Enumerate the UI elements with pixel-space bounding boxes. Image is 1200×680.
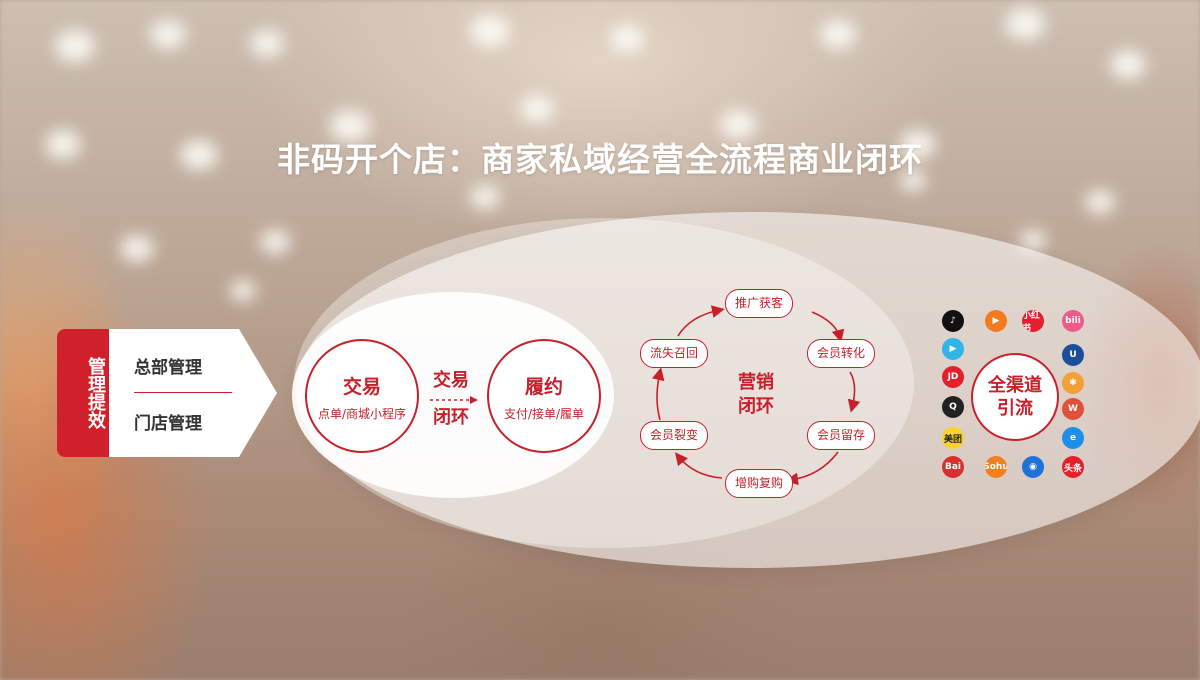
bokeh-light bbox=[55, 30, 95, 62]
trade-circle: 交易 点单/商城小程序 bbox=[305, 339, 419, 453]
marketing-loop-label: 营销 闭环 bbox=[726, 371, 786, 419]
trade-title: 交易 bbox=[342, 376, 381, 398]
bokeh-light bbox=[230, 280, 256, 301]
pinwheel-icon: ✱ bbox=[1062, 372, 1084, 394]
kuaishou-icon: ▶ bbox=[985, 310, 1007, 332]
step-conversion: 会员转化 bbox=[807, 339, 876, 368]
loop-arrow-3 bbox=[785, 451, 839, 486]
step-repurchase: 增购复购 bbox=[725, 469, 794, 498]
eleme-icon: e bbox=[1062, 427, 1084, 449]
bokeh-light bbox=[1110, 50, 1146, 79]
bokeh-light bbox=[180, 140, 218, 171]
omni-channel-circle: 全渠道 引流 bbox=[971, 353, 1059, 441]
bokeh-light bbox=[250, 30, 284, 58]
omni-channel-line-1: 全渠道 bbox=[988, 375, 1042, 396]
bokeh-light bbox=[150, 20, 186, 49]
baidu-icon: Bai bbox=[942, 456, 964, 478]
loop-arrow-6 bbox=[677, 305, 725, 337]
qq-icon: Q bbox=[942, 396, 964, 418]
bokeh-light bbox=[610, 25, 644, 53]
management-tag-label: 管理提效 bbox=[85, 357, 106, 429]
bokeh-light bbox=[520, 95, 554, 123]
marketing-loop-line-2: 闭环 bbox=[738, 396, 774, 417]
loop-arrow-1 bbox=[811, 311, 845, 343]
bokeh-light bbox=[1085, 190, 1115, 214]
bokeh-light bbox=[1020, 230, 1046, 251]
step-referral: 会员裂变 bbox=[640, 421, 709, 450]
hq-management-label: 总部管理 bbox=[134, 358, 202, 378]
loop-arrow-4 bbox=[674, 452, 723, 479]
bokeh-light bbox=[820, 20, 856, 49]
marketing-loop-arrows bbox=[651, 305, 861, 486]
loop-arrow-5 bbox=[651, 367, 665, 421]
bokeh-light bbox=[120, 235, 154, 263]
store-management-label: 门店管理 bbox=[134, 414, 202, 434]
bokeh-light bbox=[330, 110, 370, 142]
trade-loop-label-1: 交易 bbox=[433, 370, 469, 391]
weibo-icon: W bbox=[1062, 398, 1084, 420]
fulfilment-desc: 支付/接单/履单 bbox=[503, 407, 585, 421]
bokeh-light bbox=[1005, 8, 1045, 40]
tencent-video-icon: ▶ bbox=[942, 338, 964, 360]
jd-icon: JD bbox=[942, 366, 964, 388]
fulfilment-circle: 履约 支付/接单/履单 bbox=[487, 339, 601, 453]
management-divider bbox=[134, 392, 232, 393]
management-tag: 管理提效 bbox=[57, 329, 109, 457]
toutiao-icon: 头条 bbox=[1062, 456, 1084, 478]
step-promotion: 推广获客 bbox=[725, 289, 794, 318]
bokeh-light bbox=[900, 170, 926, 191]
trade-loop-label-2: 闭环 bbox=[433, 407, 469, 428]
omni-channel-line-2: 引流 bbox=[997, 398, 1033, 419]
page-title: 非码开个店：商家私域经营全流程商业闭环 bbox=[277, 140, 923, 179]
marketing-loop-line-1: 营销 bbox=[738, 372, 774, 393]
bokeh-light bbox=[470, 185, 500, 209]
unionpay-icon: U bbox=[1062, 344, 1084, 366]
loop-arrow-2 bbox=[847, 371, 861, 413]
dotted-arrow-icon bbox=[430, 396, 478, 404]
meituan-icon: 美团 bbox=[942, 427, 964, 449]
step-winback: 流失召回 bbox=[640, 339, 709, 368]
trade-desc: 点单/商城小程序 bbox=[317, 407, 407, 421]
xiaohongshu-icon: 小红书 bbox=[1022, 310, 1044, 332]
step-retention: 会员留存 bbox=[807, 421, 876, 450]
bokeh-light bbox=[900, 130, 936, 159]
management-box: 总部管理 门店管理 bbox=[109, 329, 277, 457]
douyin-icon: ♪ bbox=[942, 310, 964, 332]
bokeh-light bbox=[260, 230, 290, 254]
bokeh-light bbox=[470, 15, 510, 47]
fulfilment-title: 履约 bbox=[524, 376, 563, 398]
bokeh-light bbox=[45, 130, 81, 159]
bilibili-icon: bili bbox=[1062, 310, 1084, 332]
bokeh-light bbox=[720, 110, 756, 139]
tencent-news-icon: ◉ bbox=[1022, 456, 1044, 478]
sohu-icon: Sohu bbox=[985, 456, 1007, 478]
